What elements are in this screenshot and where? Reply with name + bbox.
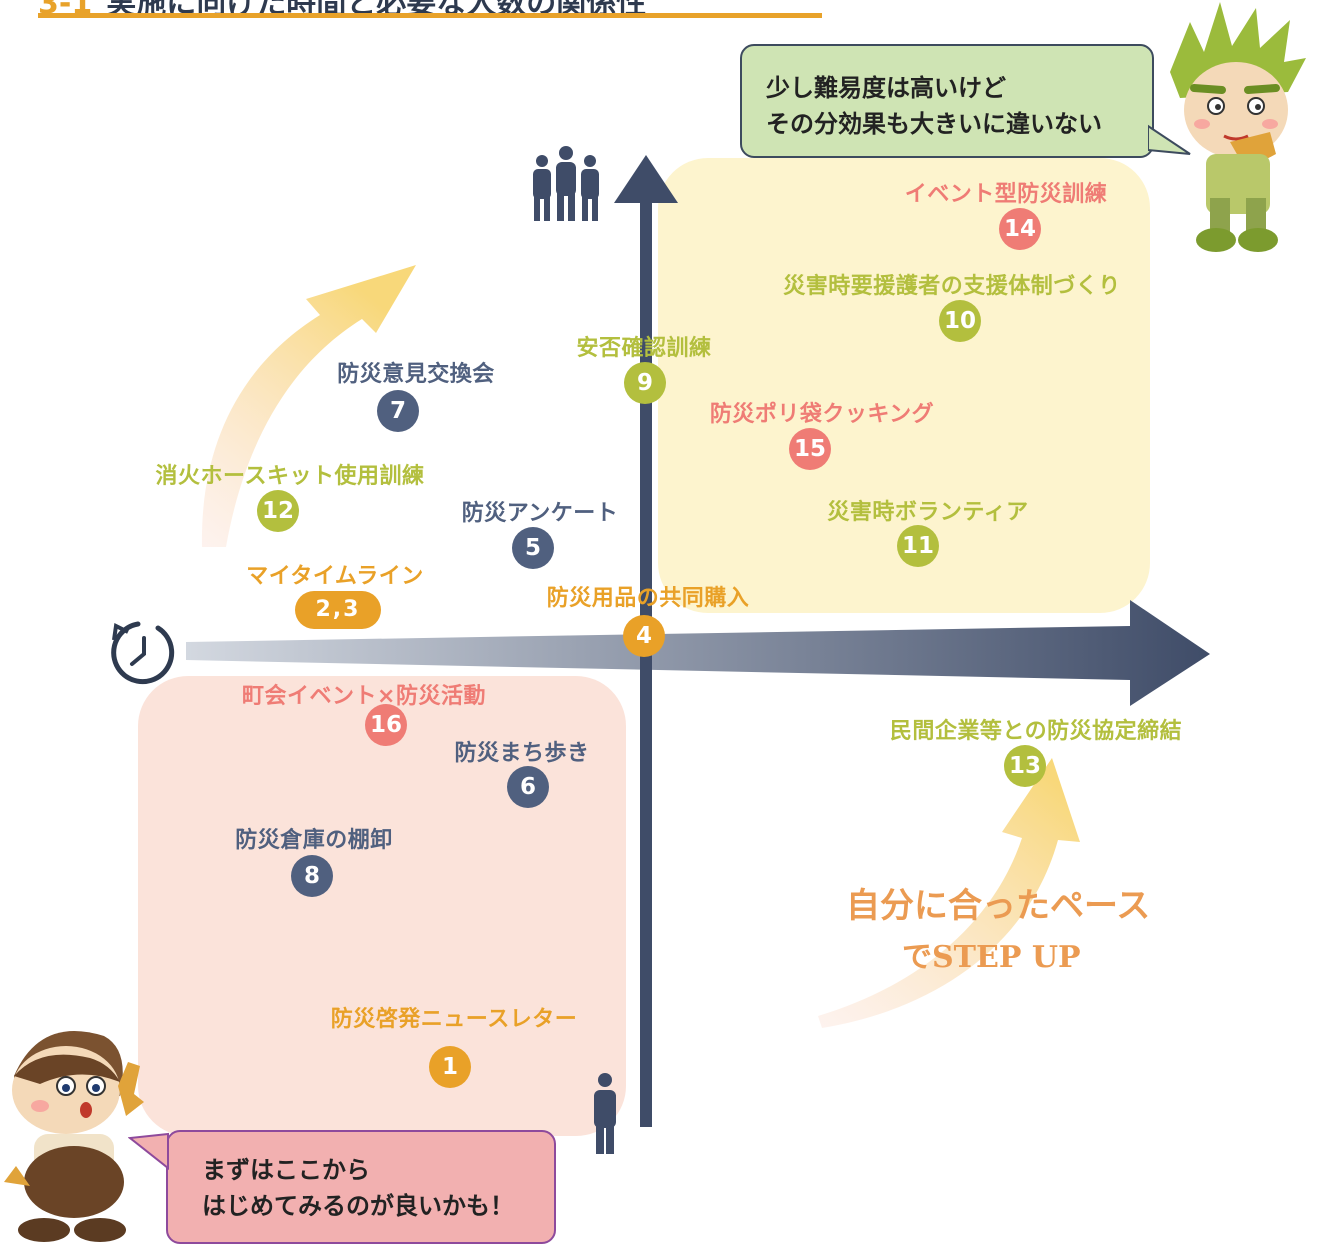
bubble-top-line1: 少し難易度は高いけど [766,74,1006,102]
activity-number-badge: 13 [1004,745,1046,787]
curved-arrow-left [201,265,416,547]
bubble-top-line2: その分効果も大きいに違いない [766,110,1102,138]
activity-label: イベント型防災訓練 [904,182,1108,207]
activity-number-badge: 2,3 [295,591,381,629]
activity-number-badge: 1 [429,1046,471,1088]
activity-label: 災害時ボランティア [827,500,1029,525]
group-of-people-icon [533,146,599,221]
activity-number-badge: 7 [377,390,419,432]
people-axis [640,195,652,1127]
activity-number-badge: 10 [939,300,981,342]
activity-number-badge: 6 [507,766,549,808]
mascot-chestnut-character [4,1031,144,1242]
activity-label: 民間企業等との防災協定締結 [889,719,1183,744]
people-axis-arrowhead [614,155,678,203]
activity-label: 災害時要援護者の支援体制づくり [783,274,1121,299]
bubble-top-tail [1148,124,1191,155]
clock-icon [111,621,175,685]
activity-number-badge: 14 [999,208,1041,250]
activity-number-badge: 15 [789,428,831,470]
speech-bubble-bottom: まずはここから はじめてみるのが良いかも！ [166,1130,556,1244]
activity-number-badge: 11 [897,525,939,567]
step-up-text-line2: でSTEP UP [902,940,1081,975]
bubble-bottom-line1: まずはここから [202,1156,370,1184]
time-axis-arrow [186,600,1210,706]
activity-label: 防災ポリ袋クッキング [709,402,935,427]
step-up-text-line1: 自分に合ったペース [846,886,1151,926]
activity-number-badge: 12 [257,490,299,532]
activity-number-badge: 5 [512,527,554,569]
activity-label: 町会イベント×防災活動 [242,684,486,709]
bubble-bottom-tail [128,1132,169,1171]
single-person-icon [594,1073,616,1154]
activity-label: 消火ホースキット使用訓練 [155,464,425,489]
speech-bubble-top: 少し難易度は高いけど その分効果も大きいに違いない [740,44,1154,158]
activity-label: マイタイムライン [246,564,424,589]
activity-label: 防災アンケート [461,501,619,526]
activity-number-badge: 4 [623,615,665,657]
activity-label: 安否確認訓練 [576,336,712,361]
activity-label: 防災倉庫の棚卸 [235,828,393,853]
title-underline [38,13,822,18]
lower-left-zone [138,676,626,1136]
activity-number-badge: 9 [624,362,666,404]
activity-label: 防災用品の共同購入 [546,586,750,611]
activity-number-badge: 16 [365,704,407,746]
mascot-green-hair-character [1170,2,1306,252]
curved-arrow-right [818,758,1080,1028]
activity-label: 防災まち歩き [454,741,590,766]
bubble-bottom-line2: はじめてみるのが良いかも！ [202,1192,514,1220]
activity-label: 防災啓発ニュースレター [330,1007,578,1032]
activity-label: 防災意見交換会 [337,362,495,387]
activity-number-badge: 8 [291,855,333,897]
